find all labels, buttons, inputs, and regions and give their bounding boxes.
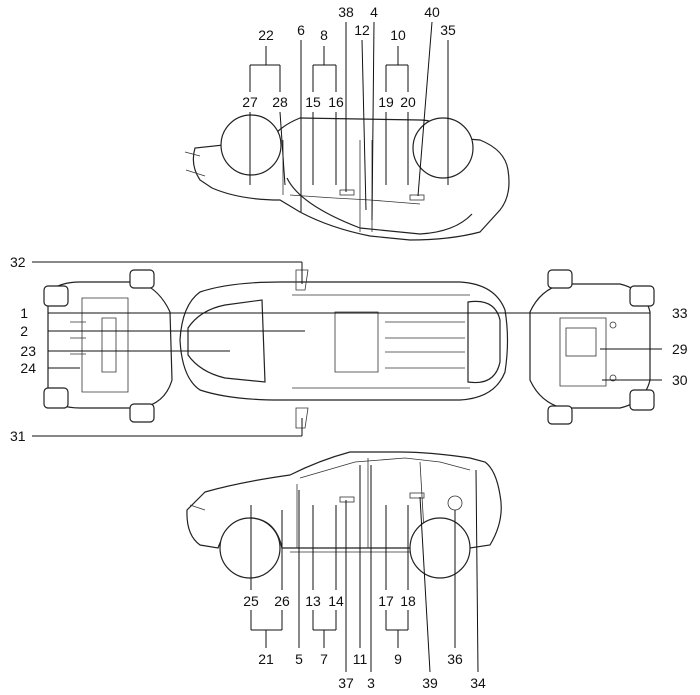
callout-23: 23	[20, 343, 36, 359]
callout-3: 3	[367, 675, 375, 691]
callout-30: 30	[672, 372, 688, 388]
callout-36: 36	[447, 651, 463, 667]
leader-lines	[32, 21, 662, 673]
callout-1: 1	[20, 305, 28, 321]
callout-37: 37	[338, 675, 354, 691]
callout-13: 13	[305, 593, 321, 609]
callout-25: 25	[243, 593, 259, 609]
car-left-side-view	[186, 451, 502, 579]
left-mirror	[295, 269, 309, 291]
right-mirror	[295, 407, 309, 429]
callout-15: 15	[305, 94, 321, 110]
callout-8: 8	[320, 27, 328, 43]
callout-2: 2	[20, 323, 28, 339]
callout-16: 16	[328, 94, 344, 110]
right-front-door-handle	[339, 189, 355, 196]
right-rear-door-handle	[409, 194, 425, 201]
callout-12: 12	[354, 22, 370, 38]
right-rear-wheel-icon	[412, 117, 474, 179]
fuel-filler-cap	[447, 495, 463, 511]
callout-22: 22	[258, 27, 274, 43]
callout-40: 40	[424, 4, 440, 20]
callout-29: 29	[672, 341, 688, 357]
callout-28: 28	[272, 94, 288, 110]
car-right-side-view	[184, 114, 510, 241]
callout-17: 17	[378, 593, 394, 609]
callout-24: 24	[20, 360, 36, 376]
rear-window	[565, 327, 597, 357]
callout-32: 32	[10, 254, 26, 270]
sunroof	[334, 311, 379, 373]
car-front-view	[43, 269, 173, 423]
callout-39: 39	[422, 675, 438, 691]
right-front-wheel-icon	[220, 114, 282, 176]
callout-9: 9	[394, 651, 402, 667]
callout-35: 35	[440, 22, 456, 38]
callout-11: 11	[353, 651, 368, 667]
callout-26: 26	[274, 593, 290, 609]
callout-labels: 22 8 10 6 38 12 4 40 35 27 28 15 16 19 2…	[10, 4, 688, 691]
left-rear-wheel-icon	[409, 517, 471, 579]
left-front-door-handle	[339, 496, 355, 503]
left-rear-door-handle	[409, 492, 425, 499]
callout-18: 18	[400, 593, 416, 609]
car-top-view	[179, 269, 509, 429]
callout-34: 34	[470, 675, 486, 691]
car-rear-view	[529, 269, 655, 425]
callout-21: 21	[258, 651, 274, 667]
callout-27: 27	[242, 94, 258, 110]
callout-20: 20	[400, 94, 416, 110]
callout-38: 38	[338, 4, 354, 20]
callout-10: 10	[390, 27, 406, 43]
front-grille	[101, 317, 117, 373]
callout-4: 4	[370, 4, 378, 20]
callout-5: 5	[295, 651, 303, 667]
callout-14: 14	[328, 593, 344, 609]
callout-7: 7	[320, 651, 328, 667]
left-front-wheel-icon	[219, 517, 281, 579]
callout-19: 19	[378, 94, 394, 110]
callout-33: 33	[672, 305, 688, 321]
callout-6: 6	[297, 22, 305, 38]
callout-31: 31	[10, 428, 26, 444]
